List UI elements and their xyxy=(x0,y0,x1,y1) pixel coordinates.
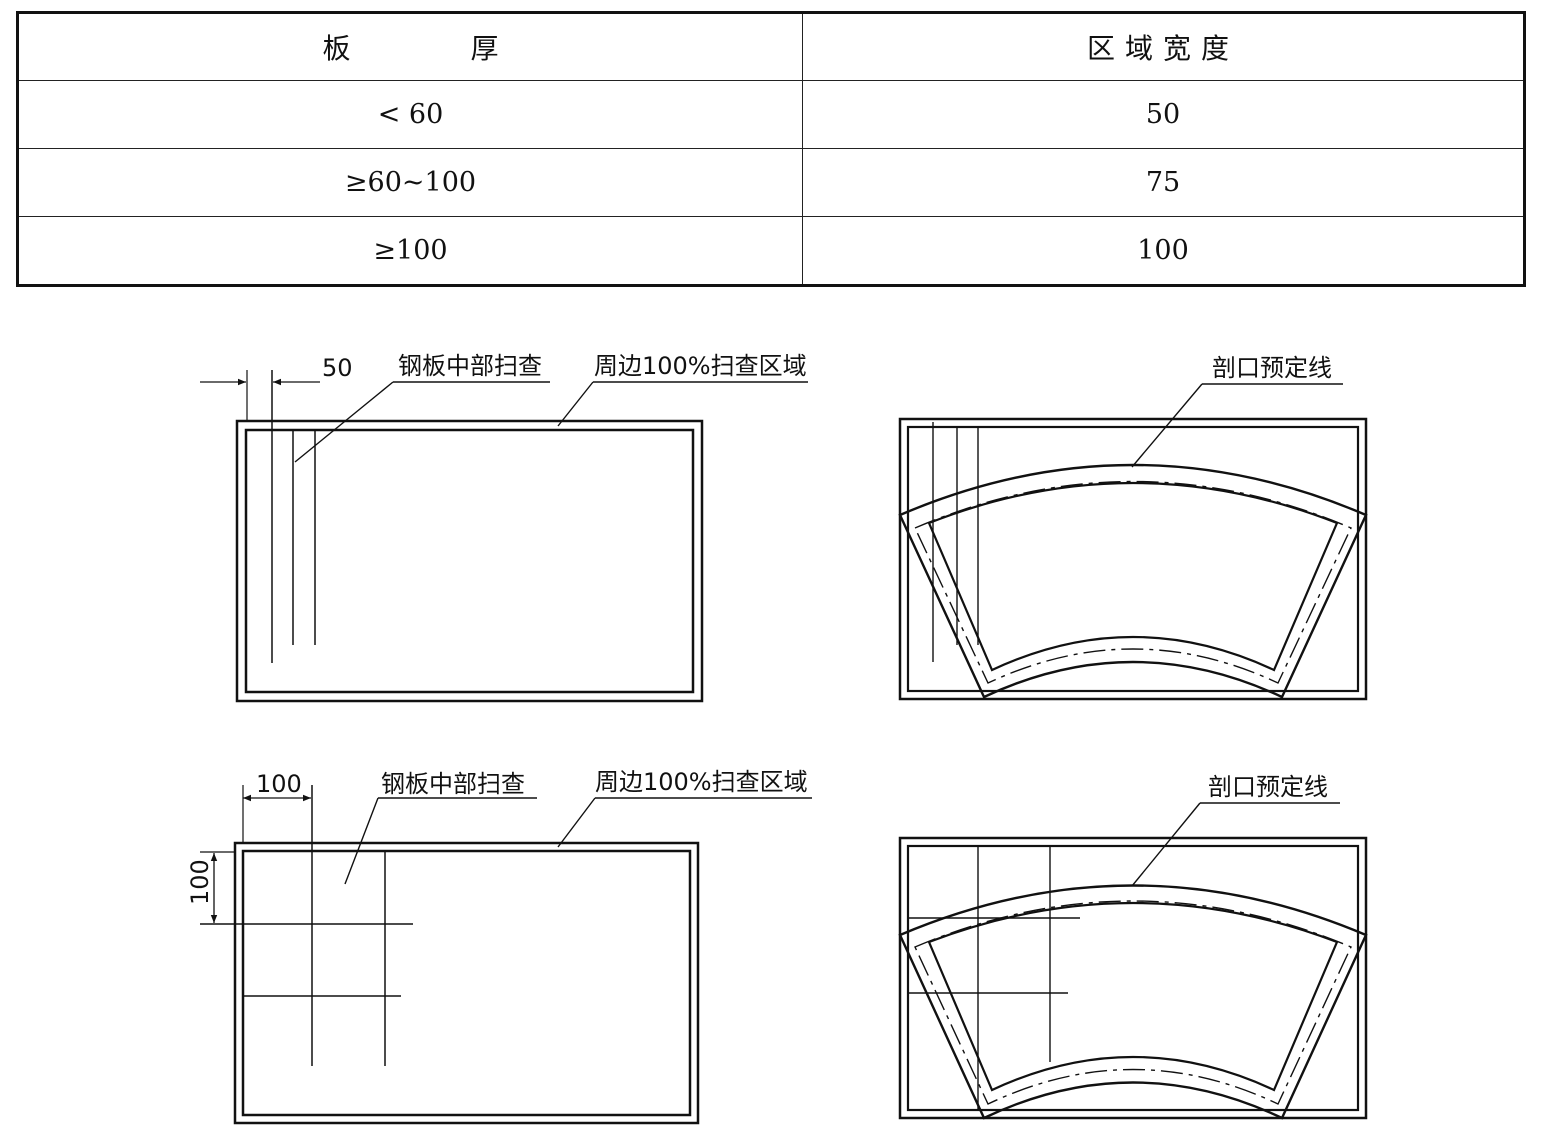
leader-line xyxy=(294,381,394,463)
cut-line xyxy=(914,900,1352,1105)
dim-100-vertical-label: 100 xyxy=(186,859,214,905)
edge-scan-label: 周边100%扫查区域 xyxy=(594,352,807,380)
cell-thickness: ≥100 xyxy=(17,216,803,286)
figure-bottom-left xyxy=(200,785,812,1125)
figure-top-right xyxy=(898,383,1368,701)
table-row: < 60 50 xyxy=(17,80,1525,149)
header-plate-thickness-text: 板 厚 xyxy=(322,32,545,65)
plate-outline xyxy=(898,417,1368,701)
arc-segment-inner xyxy=(927,481,1339,672)
leader-line xyxy=(557,797,596,848)
cell-width: 100 xyxy=(802,216,1525,286)
header-zone-width-text: 区域宽度 xyxy=(1086,32,1239,65)
plate-outline xyxy=(235,419,704,703)
center-scan-label: 钢板中部扫查 xyxy=(398,352,542,380)
scan-zone-drawings: 50 钢板中部扫查 周边100%扫查区域 剖口预定线 100 100 钢板中部扫… xyxy=(186,352,1368,1125)
cell-width: 50 xyxy=(802,80,1525,149)
table-row: ≥100 100 xyxy=(17,216,1525,286)
plate-thickness-table: 板 厚 区域宽度 < 60 50 ≥60~100 75 ≥100 100 xyxy=(16,11,1526,287)
cut-line-label: 剖口预定线 xyxy=(1208,773,1328,801)
edge-scan-zone xyxy=(241,849,692,1117)
leader-line xyxy=(1131,802,1201,887)
arc-segment-inner xyxy=(927,901,1339,1092)
cell-width: 75 xyxy=(802,148,1525,217)
header-plate-thickness: 板 厚 xyxy=(17,12,803,81)
edge-scan-zone xyxy=(244,428,695,694)
edge-scan-label: 周边100%扫查区域 xyxy=(595,768,808,796)
plate-outline xyxy=(898,836,1368,1120)
dim-50-label: 50 xyxy=(322,354,353,382)
figure-bottom-right xyxy=(898,802,1368,1120)
cut-line-label: 剖口预定线 xyxy=(1212,354,1332,382)
center-scan-label: 钢板中部扫查 xyxy=(381,770,525,798)
table-header-row: 板 厚 区域宽度 xyxy=(17,12,1525,81)
cut-line xyxy=(914,480,1352,684)
plate-outline xyxy=(233,841,700,1125)
cell-thickness: ≥60~100 xyxy=(17,148,803,217)
dim-100-horizontal-label: 100 xyxy=(256,770,302,798)
arc-segment-outer xyxy=(898,884,1368,1120)
leader-line xyxy=(557,381,594,427)
figure-top-left xyxy=(200,370,808,703)
table-row: ≥60~100 75 xyxy=(17,148,1525,217)
header-zone-width: 区域宽度 xyxy=(802,12,1525,81)
leader-line xyxy=(1131,383,1203,468)
arc-segment-outer xyxy=(898,463,1368,699)
cell-thickness: < 60 xyxy=(17,80,803,149)
leader-line xyxy=(344,797,379,885)
